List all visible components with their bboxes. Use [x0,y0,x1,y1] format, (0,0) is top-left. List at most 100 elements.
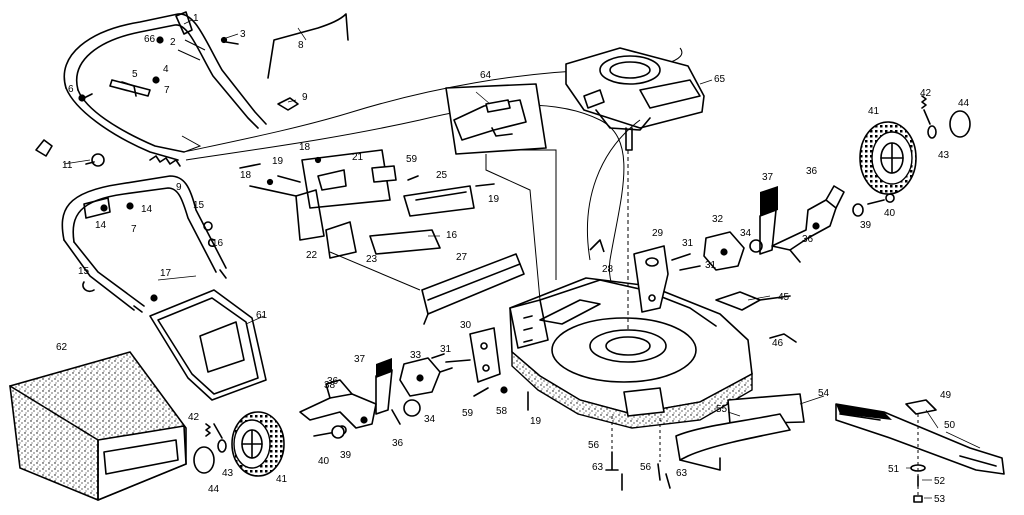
label-44a: 44 [958,98,970,109]
blade-adapter [905,399,937,415]
label-16b: 16 [446,230,458,241]
leader-lines [63,19,981,499]
label-18b: 18 [240,170,252,181]
bolt-31-a [671,253,691,261]
label-28: 28 [602,264,614,275]
label-2: 2 [170,37,176,48]
label-14b: 14 [141,204,153,215]
bolt-59-upper [407,175,419,181]
throttle-cable-end [35,139,105,167]
label-27: 27 [456,252,468,263]
label-19b: 19 [488,194,500,205]
bolt-56-a [605,451,619,471]
label-49: 49 [940,390,952,401]
discharge-arrow [589,239,605,253]
air-box [445,83,547,155]
label-50: 50 [944,420,956,431]
discharge-bracket [633,245,669,313]
label-65: 65 [714,74,726,85]
label-23: 23 [366,254,378,265]
label-51: 51 [888,464,900,475]
axle-bolt-right [867,193,895,205]
label-5: 5 [132,69,138,80]
label-62: 62 [56,342,68,353]
rear-door-assembly [239,149,475,259]
label-41a: 41 [868,106,880,117]
hub-cap-left [193,446,215,474]
spring [149,155,181,167]
bolt-46 [769,333,797,343]
label-11: 11 [62,160,73,171]
label-8: 8 [298,40,304,51]
label-59b: 59 [462,408,474,419]
rear-height-adjuster-left [299,358,401,429]
bolt-31-b [679,265,701,271]
label-4: 4 [163,64,169,75]
label-7a: 7 [164,85,170,96]
baffle [675,393,805,471]
label-14a: 14 [95,220,107,231]
label-36c: 36 [327,376,339,387]
cable-to-deck [586,119,641,261]
label-34b: 34 [740,228,752,239]
nut-58 [500,386,508,394]
label-21: 21 [352,152,364,163]
label-58: 58 [496,406,508,417]
wheel-screw-left [205,423,223,439]
label-31a: 31 [682,238,694,249]
label-30: 30 [460,320,472,331]
label-22: 22 [306,250,318,261]
label-38: 38 [324,380,336,391]
label-63a: 63 [592,462,604,473]
grass-bag-frame [149,289,267,401]
label-18a: 18 [299,142,311,153]
label-56a: 56 [588,440,600,451]
label-3: 3 [240,29,246,40]
label-36b: 36 [802,234,814,245]
label-59a: 59 [406,154,418,165]
label-17: 17 [160,268,172,279]
deck-clip-45 [715,291,761,311]
label-52: 52 [934,476,946,487]
label-7b: 7 [131,224,137,235]
label-31c: 31 [440,344,452,355]
rear-deflector [421,253,525,325]
label-25: 25 [436,170,448,181]
label-46: 46 [772,338,784,349]
label-44b: 44 [208,484,220,495]
cable-bracket [181,135,202,153]
label-42b: 42 [188,412,200,423]
label-29: 29 [652,228,664,239]
label-66: 66 [144,34,156,45]
washer-right [927,125,937,139]
engine [565,47,705,151]
bolt-63-b [665,473,671,489]
grass-catcher-bag [9,351,187,501]
deck-clip-bolt [759,295,791,301]
air-duct-line [485,154,541,301]
washer-34-right [749,239,763,253]
label-45: 45 [778,292,790,303]
label-53: 53 [934,494,946,505]
label-41b: 41 [276,474,288,485]
handle-clip [277,97,299,111]
label-43b: 43 [222,468,234,479]
label-42a: 42 [920,88,932,99]
label-9a: 9 [302,92,308,103]
left-rear-wheel [231,411,285,477]
label-37a: 37 [762,172,774,183]
label-39b: 39 [340,450,352,461]
hub-cap-right [949,110,971,138]
label-39a: 39 [860,220,872,231]
part-number-labels: 1 2 3 4 5 6 7 7 8 9 9 11 14 14 15 15 16 … [56,13,970,505]
handle-fasteners [78,36,239,102]
mower-deck [509,277,753,429]
label-9b: 9 [176,182,182,193]
blade-bolt-53 [913,495,923,503]
label-32: 32 [712,214,724,225]
label-40b: 40 [318,456,330,467]
label-19c: 19 [530,416,542,427]
label-1: 1 [193,13,199,24]
label-55: 55 [716,404,728,415]
